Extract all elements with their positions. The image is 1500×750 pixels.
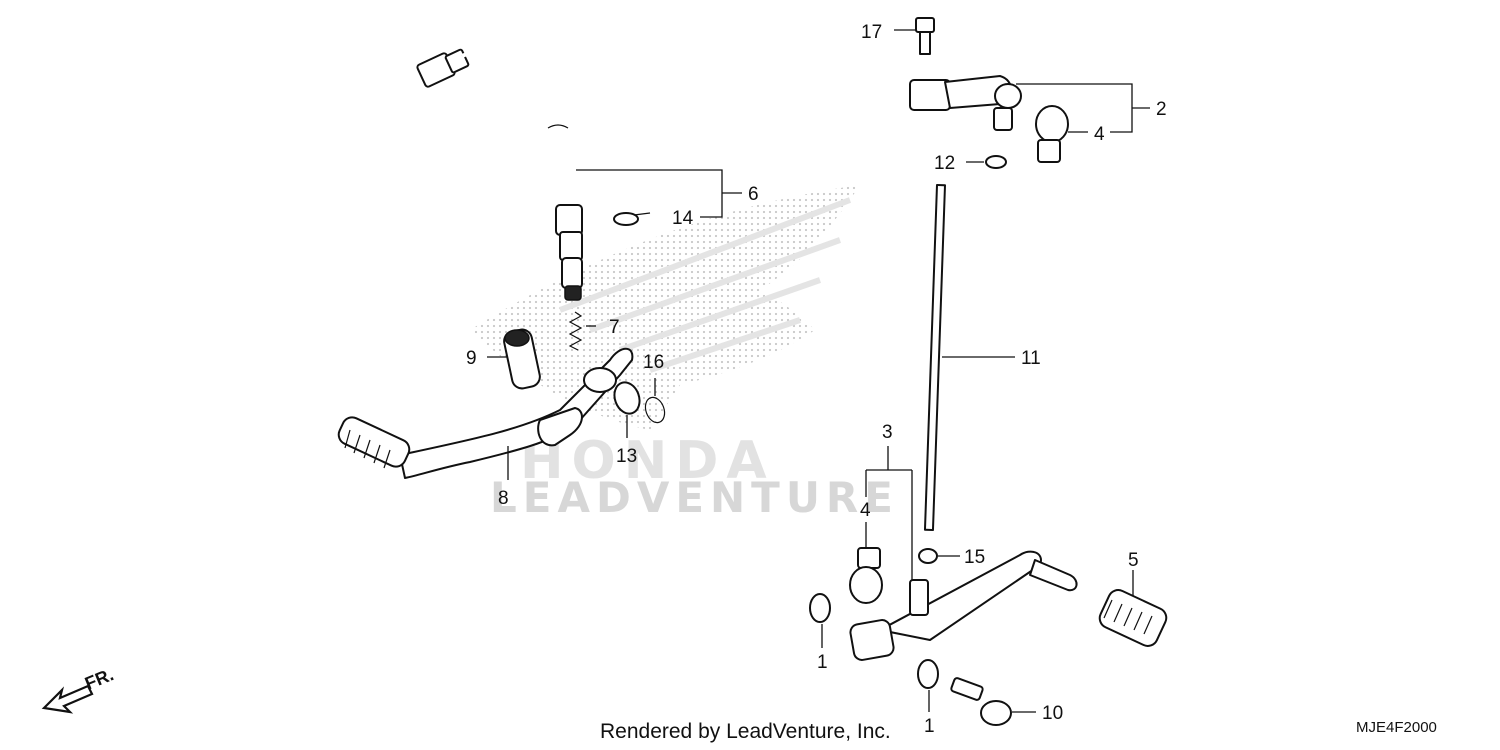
watermark: HONDA LEADVENTURE: [470, 185, 899, 522]
callout-17: 17: [861, 22, 882, 43]
pivot-bolt: [950, 677, 1012, 726]
callout-8: 8: [498, 488, 509, 509]
washer: [613, 381, 641, 415]
callout-1a: 1: [817, 652, 828, 673]
shift-pedal-rubber: [1098, 589, 1168, 647]
callout-numbers: 1 1 2 3 4 4 5 6 7 8 9 10 11 12 13 14 15 …: [466, 22, 1167, 737]
callout-11: 11: [1021, 348, 1041, 369]
nut-12: [985, 155, 1007, 169]
pedal-pivot-boss: [849, 619, 895, 661]
front-label: FR.: [82, 664, 116, 693]
leader-lines: [487, 29, 1150, 713]
shift-arm: [909, 75, 1022, 131]
callout-2: 2: [1156, 99, 1167, 120]
callout-15: 15: [964, 547, 985, 568]
rendered-by-credit: Rendered by LeadVenture, Inc.: [600, 720, 891, 743]
gear-position-switch-cable: [416, 41, 583, 301]
callout-3: 3: [882, 422, 893, 443]
washer-1b: [917, 659, 939, 689]
callout-4a: 4: [1094, 124, 1105, 145]
callout-10: 10: [1042, 703, 1063, 724]
callout-16: 16: [643, 352, 664, 373]
callout-9: 9: [466, 348, 477, 369]
callout-5: 5: [1128, 550, 1139, 571]
callout-6: 6: [748, 184, 759, 205]
diagram-code: MJE4F2000: [1356, 719, 1437, 736]
honda-wing-watermark: [470, 185, 860, 430]
callout-12: 12: [934, 153, 955, 174]
arrow-icon: [41, 684, 94, 714]
brake-pedal: [337, 347, 634, 479]
ball-joint-lower: [849, 547, 883, 604]
bolt: [915, 17, 935, 55]
snap-ring: [644, 396, 666, 424]
watermark-dealer: LEADVENTURE: [490, 473, 899, 522]
return-spring: [568, 311, 583, 351]
gear-shift-pedal: [849, 550, 1078, 661]
ball-joint-upper: [1035, 105, 1069, 163]
washer-1a: [809, 593, 831, 623]
tie-rod: [923, 183, 947, 532]
callout-14: 14: [672, 208, 694, 229]
callout-7: 7: [609, 317, 620, 338]
callout-1b: 1: [924, 716, 935, 737]
callout-13: 13: [616, 446, 637, 467]
pedal-grip: [337, 416, 411, 468]
front-direction-arrow: FR.: [41, 664, 116, 714]
nut-15: [918, 548, 938, 564]
pivot-bushing: [503, 328, 541, 390]
callout-4b: 4: [860, 500, 871, 521]
cable-clip: [613, 212, 651, 226]
honda-wing-lines: [558, 197, 852, 373]
